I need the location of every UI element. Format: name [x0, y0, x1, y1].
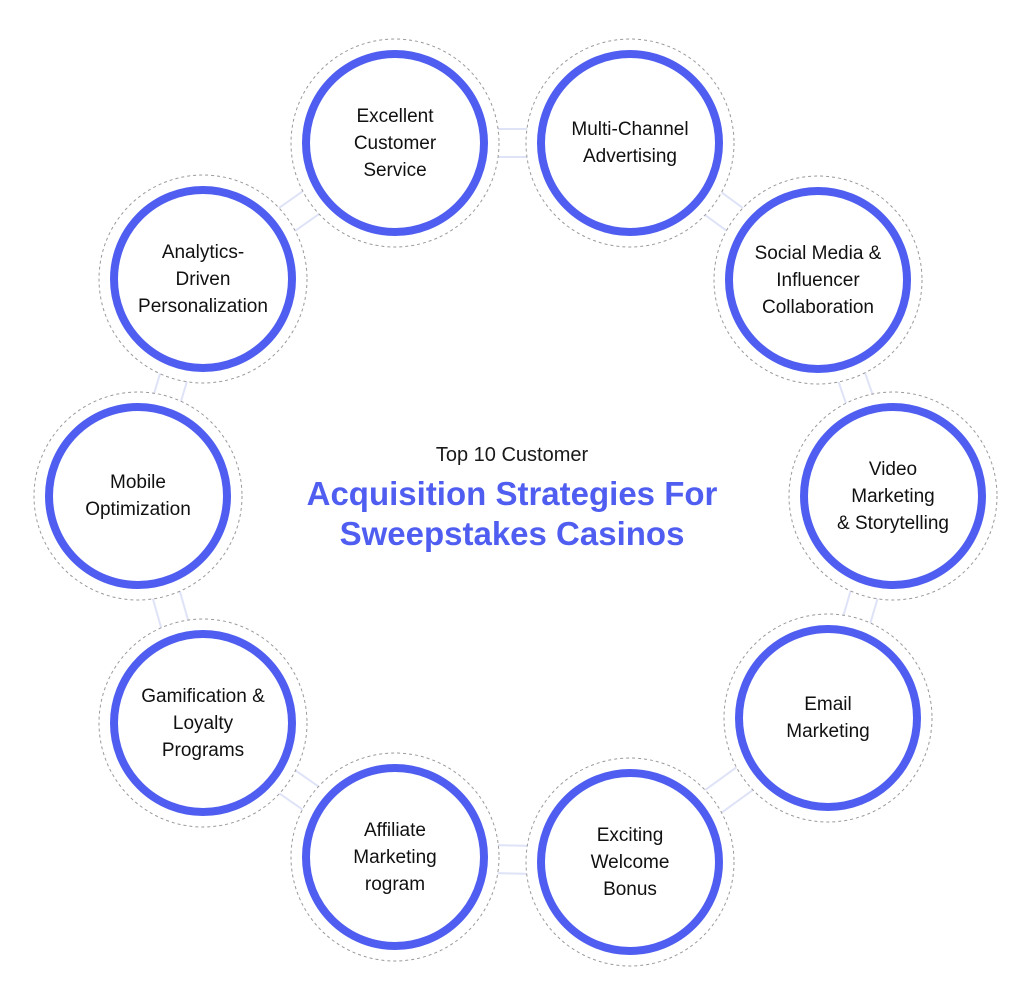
strategy-node-analytics-personalization: [98, 174, 308, 384]
node-circle: [45, 403, 231, 589]
node-label-social-media-influencer: Social Media & Influencer Collaboration: [754, 242, 882, 318]
strategy-node-excellent-customer-service: [290, 38, 500, 248]
node-label-video-marketing: Video Marketing & Storytelling: [837, 458, 949, 534]
strategy-node-multi-channel-advertising: [525, 38, 735, 248]
node-label-analytics-personalization: Analytics- Driven Personalization: [138, 241, 268, 317]
node-circle: [302, 764, 488, 950]
connector-line: [715, 784, 760, 818]
node-circle: [800, 403, 986, 589]
strategy-node-affiliate-marketing: [290, 752, 500, 962]
strategy-node-mobile-optimization: [33, 391, 243, 601]
strategy-node-email-marketing: [723, 613, 933, 823]
node-label-multi-channel-advertising: Multi-Channel Advertising: [571, 119, 689, 167]
node-circle: [110, 630, 296, 816]
node-label-exciting-welcome-bonus: Exciting Welcome Bonus: [590, 824, 670, 900]
strategy-node-social-media-influencer: [713, 175, 923, 385]
strategy-node-gamification-loyalty: [98, 618, 308, 828]
strategy-node-video-marketing: [788, 391, 998, 601]
diagram-title: Acquisition Strategies For Sweepstakes C…: [262, 474, 762, 554]
node-label-gamification-loyalty: Gamification & Loyalty Programs: [141, 685, 265, 761]
node-circle: [725, 187, 911, 373]
node-circle: [537, 50, 723, 236]
node-label-excellent-customer-service: Excellent Customer Service: [353, 105, 437, 181]
diagram-title-line-2: Sweepstakes Casinos: [339, 515, 685, 552]
diagram-subtitle: Top 10 Customer: [435, 444, 589, 466]
node-label-mobile-optimization: Mobile Optimization: [85, 472, 191, 520]
strategy-node-exciting-welcome-bonus: [525, 757, 735, 967]
node-circle: [302, 50, 488, 236]
node-circle: [110, 186, 296, 372]
node-circle: [735, 625, 921, 811]
diagram-title-line-1: Acquisition Strategies For: [306, 475, 718, 512]
node-label-email-marketing: Email Marketing: [786, 694, 870, 742]
node-label-affiliate-marketing: Affiliate Marketing rogram: [353, 819, 437, 895]
connector-line: [698, 762, 743, 796]
node-group: [33, 38, 998, 967]
node-circle: [537, 769, 723, 955]
